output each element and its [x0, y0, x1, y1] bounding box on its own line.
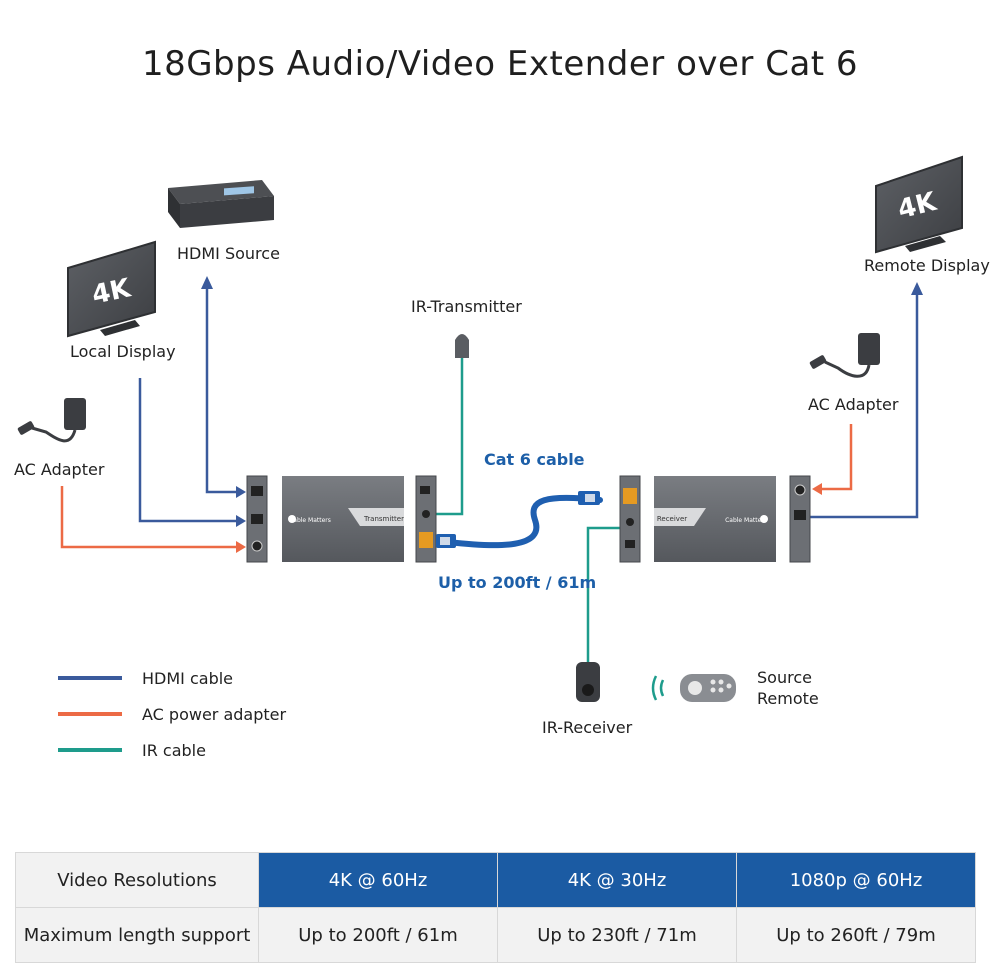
arrow-right-icon	[236, 515, 246, 527]
arrow-right-icon	[236, 541, 246, 553]
legend-label-ir: IR cable	[142, 740, 206, 760]
table-cell: Up to 230ft / 71m	[497, 907, 737, 963]
distance-label: Up to 200ft / 61m	[438, 573, 597, 592]
hdmi-source-device	[168, 180, 274, 228]
table-header-cell: 4K @ 60Hz	[258, 852, 498, 908]
remote-display-tv	[875, 155, 963, 254]
table-header-cell: 4K @ 30Hz	[497, 852, 737, 908]
transmitter-right-panel	[415, 475, 437, 563]
hdmi-cable-local-display	[138, 378, 240, 523]
source-remote-icon	[651, 674, 736, 702]
transmitter-left-panel	[246, 475, 268, 563]
power-cable-right	[822, 424, 853, 491]
ir-transmitter-cable	[434, 356, 464, 516]
remote-display-label: Remote Display	[864, 256, 990, 275]
table-row-header: Video Resolutions	[15, 852, 259, 908]
connection-diagram: 4K 4K	[17, 155, 963, 702]
receiver-label: Receiver	[657, 515, 687, 523]
arrow-up-icon	[911, 282, 923, 295]
table-header-cell: 1080p @ 60Hz	[736, 852, 976, 908]
receiver-right-panel	[789, 475, 811, 563]
receiver-left-panel	[619, 475, 641, 563]
source-remote-label-line2: Remote	[757, 689, 819, 708]
legend-item-hdmi: HDMI cable	[58, 668, 233, 688]
arrow-right-icon	[236, 486, 246, 498]
brand-label-left: Cable Matters	[289, 517, 331, 524]
legend-item-power: AC power adapter	[58, 704, 286, 724]
arrow-up-icon	[201, 276, 213, 289]
hdmi-cable-remote-display	[810, 292, 919, 519]
local-display-label: Local Display	[70, 342, 176, 361]
resolution-length-table: Video Resolutions 4K @ 60Hz 4K @ 30Hz 10…	[15, 852, 976, 963]
ac-adapter-right-label: AC Adapter	[808, 395, 899, 414]
transmitter-label: Transmitter	[363, 515, 404, 523]
legend-swatch-power	[58, 712, 122, 716]
arrow-left-icon	[812, 483, 822, 495]
transmitter-unit	[282, 476, 404, 562]
local-display-tv	[67, 240, 156, 338]
ir-receiver-cable	[586, 526, 626, 662]
brand-label-right: Cable Matters	[725, 517, 767, 524]
legend-item-ir: IR cable	[58, 740, 206, 760]
table-cell: Up to 260ft / 79m	[736, 907, 976, 963]
ac-adapter-left-icon	[17, 398, 86, 443]
ir-receiver-label: IR-Receiver	[542, 718, 633, 737]
source-remote-label-line1: Source	[757, 668, 812, 687]
table-row: Maximum length support Up to 200ft / 61m…	[15, 907, 976, 963]
hdmi-source-label: HDMI Source	[177, 244, 280, 263]
rj45-plug-left	[436, 534, 456, 548]
page-title: 18Gbps Audio/Video Extender over Cat 6	[141, 44, 859, 84]
legend-label-hdmi: HDMI cable	[142, 668, 234, 688]
power-cable-left	[60, 486, 240, 549]
legend-swatch-hdmi	[58, 676, 122, 680]
legend-swatch-ir	[58, 748, 122, 752]
ir-receiver-icon	[576, 662, 600, 702]
cat6-cable-label: Cat 6 cable	[484, 450, 585, 469]
cat6-cable	[445, 494, 603, 549]
ir-transmitter-icon	[455, 334, 469, 358]
table-cell: Up to 200ft / 61m	[258, 907, 498, 963]
rj45-plug-right	[578, 491, 600, 505]
ir-transmitter-label: IR-Transmitter	[411, 297, 522, 316]
table-row-header: Maximum length support	[15, 907, 259, 963]
ac-adapter-right-icon	[809, 333, 880, 378]
table-header-row: Video Resolutions 4K @ 60Hz 4K @ 30Hz 10…	[15, 852, 976, 908]
receiver-unit	[654, 476, 776, 562]
ac-adapter-left-label: AC Adapter	[14, 460, 105, 479]
hdmi-cable-source	[205, 285, 240, 494]
legend-label-power: AC power adapter	[142, 704, 287, 724]
